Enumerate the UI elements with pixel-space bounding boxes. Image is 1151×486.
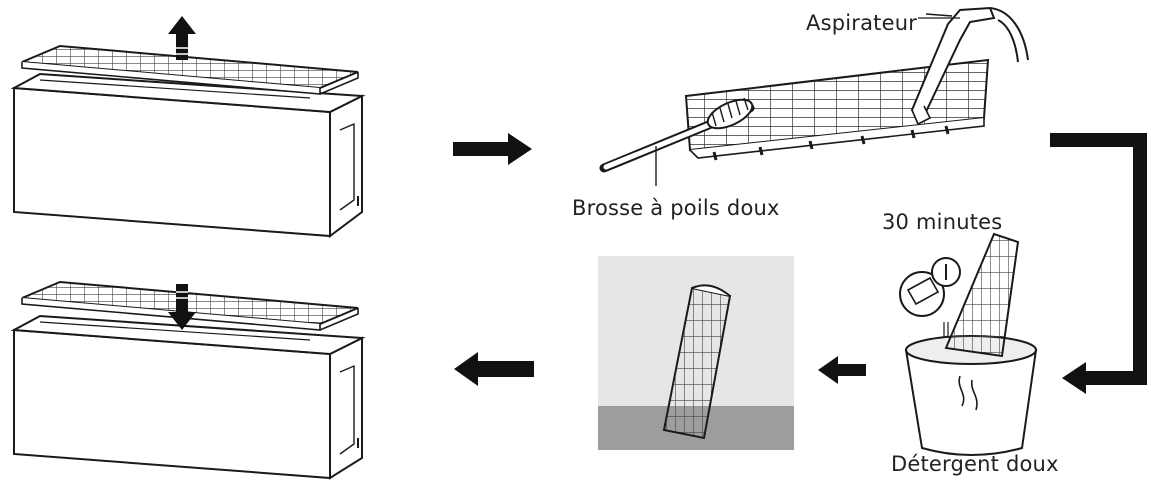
arrow-left-icon-small	[818, 356, 866, 384]
step-remove-filter	[14, 16, 362, 236]
step-dry-filter	[598, 256, 794, 450]
air-conditioner-unit-top	[14, 74, 362, 236]
step-soak-filter	[900, 234, 1036, 455]
soak-time-label: 30 minutes	[882, 210, 1002, 234]
bracket-arrow-icon	[1050, 140, 1140, 394]
brush-label: Brosse à poils doux	[572, 196, 780, 220]
arrow-right-icon	[453, 133, 532, 165]
arrow-left-icon	[454, 352, 534, 386]
vacuum-label: Aspirateur	[806, 11, 917, 35]
bucket-icon	[906, 336, 1036, 455]
detergent-label: Détergent doux	[891, 452, 1059, 476]
detergent-bottle-icon	[900, 258, 960, 338]
air-conditioner-unit-bottom	[14, 316, 362, 478]
arrow-up-icon	[168, 16, 196, 60]
step-reinsert-filter	[14, 282, 362, 478]
